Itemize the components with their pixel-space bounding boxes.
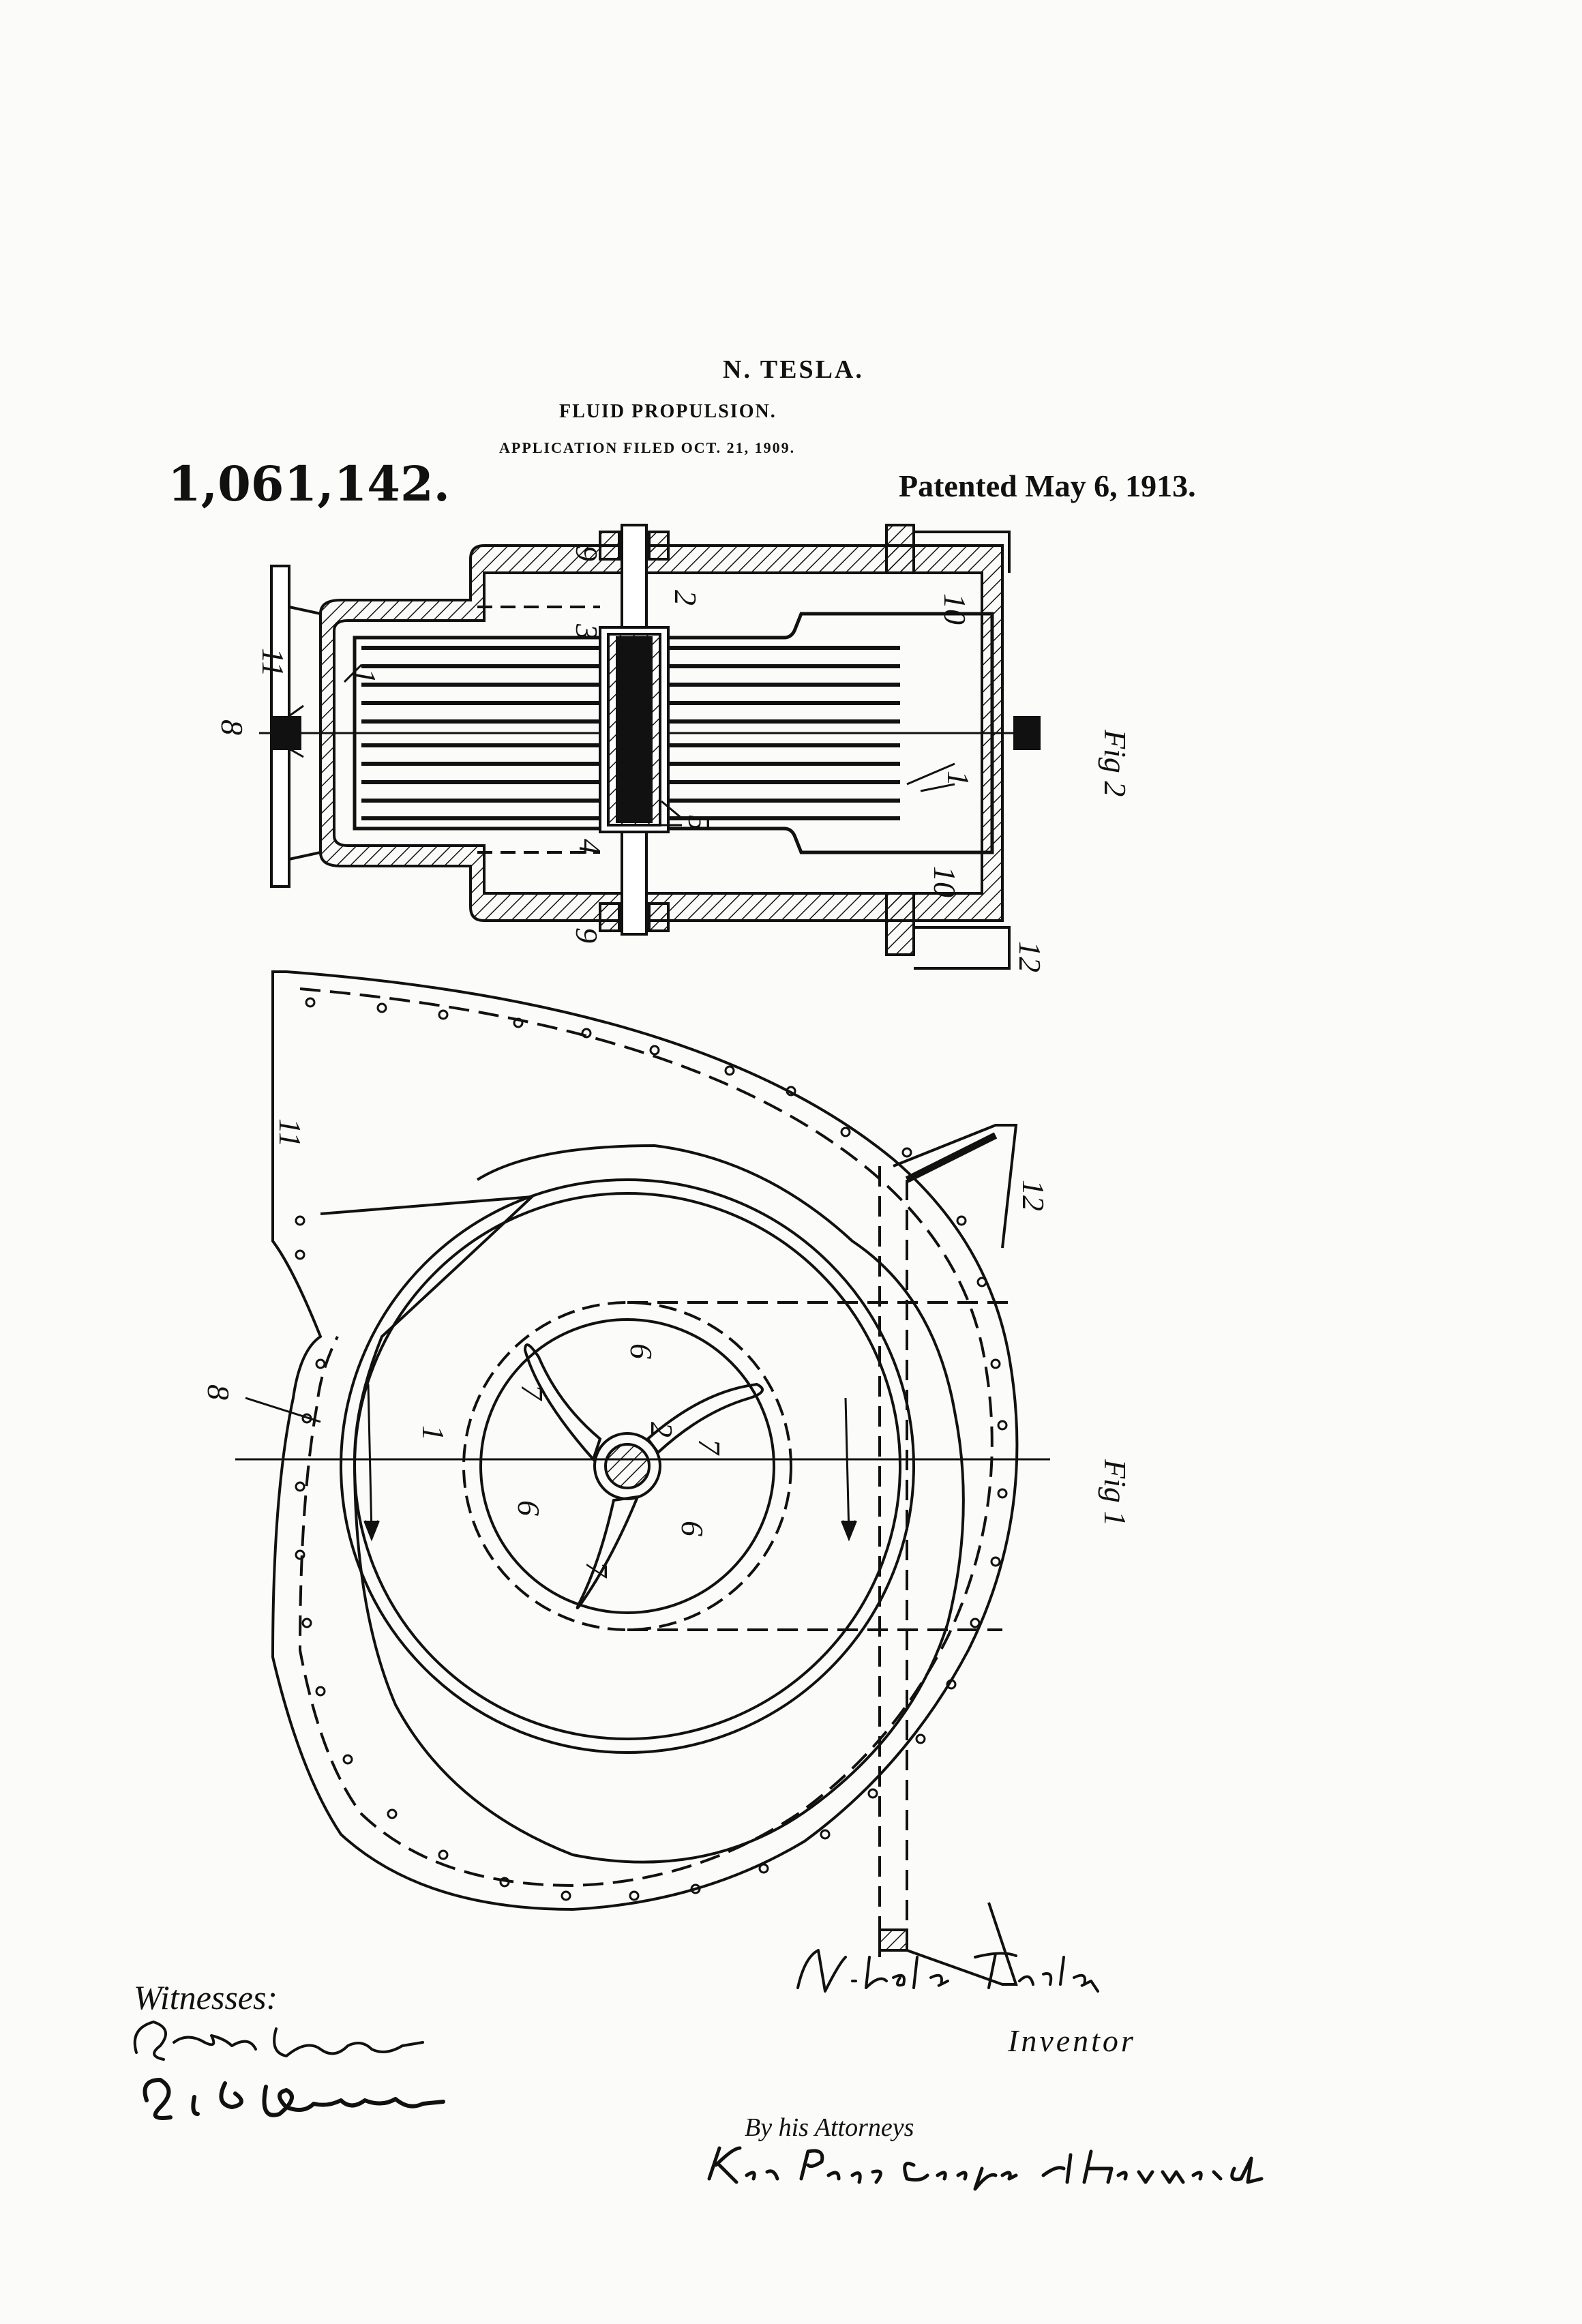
ref-10-fig2-bottom: 10 — [927, 866, 962, 897]
bolt-right — [1013, 716, 1041, 750]
ref-1-fig1: 1 — [416, 1425, 451, 1441]
attorneys-label: By his Attorneys — [745, 2113, 914, 2142]
attorneys-signature — [707, 2146, 1264, 2191]
leader-8-fig1 — [245, 1397, 321, 1423]
patent-date: Patented May 6, 1913. — [899, 468, 1196, 503]
patent-title: FLUID PROPULSION. — [559, 401, 777, 422]
volute-casing-dashed — [298, 987, 994, 1888]
patent-number: 1,061,142. — [168, 456, 451, 512]
exhaust-port-dashed — [627, 1166, 1009, 1957]
figure-2-leaders — [279, 664, 955, 826]
outlet-top-lip — [914, 531, 1011, 573]
volute-casing-outer — [271, 970, 1019, 1911]
outlet-bottom-flange — [878, 1928, 908, 1952]
ref-6-fig1-right: 6 — [675, 1521, 710, 1536]
rotor-chamber-wall — [353, 612, 994, 854]
application-filed-date: APPLICATION FILED OCT. 21, 1909. — [499, 439, 796, 456]
outlet-boss-top — [885, 524, 915, 574]
gland-bottom-right — [648, 902, 670, 932]
ref-7-fig1-upper-left: 7 — [515, 1384, 550, 1401]
shaft-core — [616, 636, 653, 823]
ref-7-fig1-right: 7 — [692, 1439, 727, 1456]
ref-2-fig2: 2 — [668, 590, 703, 606]
rivet-holes — [295, 997, 1008, 1901]
rotor-disc-outer — [340, 1178, 915, 1754]
spoke-opening-2 — [646, 1382, 764, 1455]
ref-1-fig2-left: 1 — [348, 668, 383, 684]
ref-12-fig2: 12 — [1013, 941, 1047, 972]
ref-1-fig2-right: 1 — [941, 771, 976, 786]
ref-5-fig2: 5 — [682, 815, 717, 831]
figure-1-front-view — [235, 970, 1050, 1986]
witness-signature-1 — [133, 2021, 424, 2061]
ref-3-fig2: 3 — [569, 623, 604, 640]
witness-signature-2 — [143, 2078, 445, 2120]
ref-7-fig1-bottom: 7 — [580, 1562, 614, 1579]
ref-11-fig2: 11 — [256, 648, 290, 677]
ref-4-fig2: 4 — [573, 839, 608, 854]
gland-top-right — [648, 531, 670, 561]
spoke-opening-1 — [523, 1343, 602, 1462]
flow-arrowhead-right — [841, 1520, 857, 1542]
flow-arrow-left — [367, 1384, 373, 1535]
outlet-top-hatch — [905, 1132, 998, 1183]
ref-2-fig1: 2 — [644, 1422, 679, 1437]
ref-11-fig1: 11 — [273, 1118, 308, 1148]
hub-circle-dashed — [462, 1301, 792, 1631]
spoke-opening-3 — [576, 1495, 640, 1609]
flow-arrowhead-left — [363, 1520, 380, 1542]
witnesses-label: Witnesses: — [134, 1978, 278, 2016]
ref-9-fig2-bottom: 9 — [569, 927, 604, 943]
ref-6-fig1-top: 6 — [624, 1343, 659, 1359]
ref-6-fig1-left: 6 — [511, 1500, 546, 1516]
gland-bottom-left — [599, 902, 621, 932]
ref-10-fig2-top: 10 — [938, 593, 972, 625]
outlet-top — [893, 1124, 1018, 1249]
outlet-bottom-lip — [914, 926, 1011, 970]
inventor-label: Inventor — [1008, 2023, 1136, 2058]
bolt-left — [271, 716, 301, 750]
ref-12-fig1: 12 — [1016, 1180, 1051, 1211]
outlet-boss-bottom — [885, 892, 915, 956]
flow-arrow-right — [844, 1397, 850, 1535]
inventor-name: N. TESLA. — [723, 355, 864, 384]
hub-circle — [479, 1318, 775, 1614]
fig-1-label: Fig 1 — [1098, 1459, 1133, 1526]
port-outline-dashed — [477, 606, 600, 854]
rotor-disc-rim — [353, 1192, 901, 1740]
shaft-section — [604, 1443, 651, 1489]
ref-9-fig2-top: 9 — [569, 546, 604, 561]
shaft-assembly — [599, 524, 670, 936]
ref-8-fig1: 8 — [201, 1384, 236, 1400]
ref-8-fig2: 8 — [215, 719, 250, 735]
fig-2-label: Fig 2 — [1098, 729, 1133, 796]
inventor-signature — [796, 1949, 1099, 1993]
gland-top-left — [599, 531, 621, 561]
